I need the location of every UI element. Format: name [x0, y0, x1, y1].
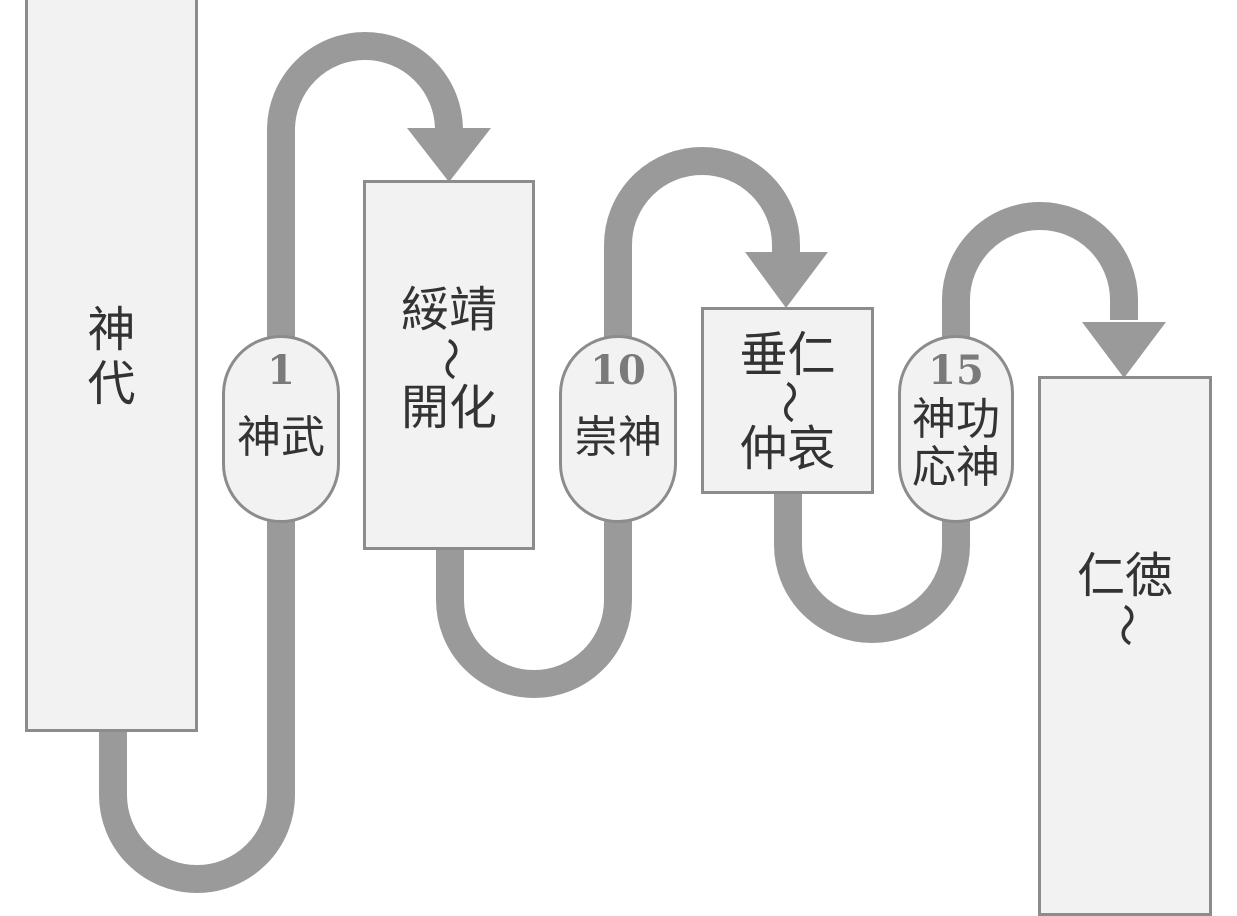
emperor-pill-jimmu: 1 神武	[222, 335, 340, 523]
emperor-pill-sujin: 10 崇神	[559, 335, 677, 523]
emperor-name-ojin: 応神	[912, 442, 1000, 493]
emperor-number-sujin: 10	[590, 347, 646, 394]
period-box-suizei-kaika: 綏靖 〜 開化	[363, 180, 535, 550]
period-box-jindai: 神 代	[25, 0, 198, 732]
emperor-number-jimmu: 1	[267, 347, 295, 394]
period-label-suizei-kaika: 綏靖 〜 開化	[400, 282, 497, 436]
emperor-name-jingu: 神功	[912, 394, 1000, 445]
period-box-nintoku: 仁徳 〜	[1038, 376, 1212, 916]
period-label-suinin-chuai: 垂仁 〜 仲哀	[739, 327, 836, 477]
connector-suinin-jingu	[774, 300, 970, 643]
connector-jingu-nintoku	[942, 202, 1138, 320]
emperor-number-jingu-ojin: 15	[928, 347, 984, 394]
connector-sujin-suinin	[604, 147, 800, 255]
emperor-name-jimmu: 神武	[237, 412, 325, 463]
arrowhead-to-nintoku	[1082, 322, 1166, 378]
period-label-nintoku: 仁徳 〜	[1076, 548, 1173, 647]
emperor-name-sujin: 崇神	[574, 412, 662, 463]
connector-jindai-jimmu	[99, 130, 295, 893]
period-box-suinin-chuai: 垂仁 〜 仲哀	[701, 307, 874, 494]
period-label-jindai: 神 代	[87, 302, 136, 412]
arrowhead-to-suinin	[745, 252, 828, 308]
arrowhead-to-suizei	[407, 128, 491, 182]
emperor-pill-jingu-ojin: 15 神功 応神	[898, 335, 1014, 523]
connector-suizei-sujin	[436, 245, 632, 698]
connector-jimmu-suizei	[267, 32, 463, 140]
